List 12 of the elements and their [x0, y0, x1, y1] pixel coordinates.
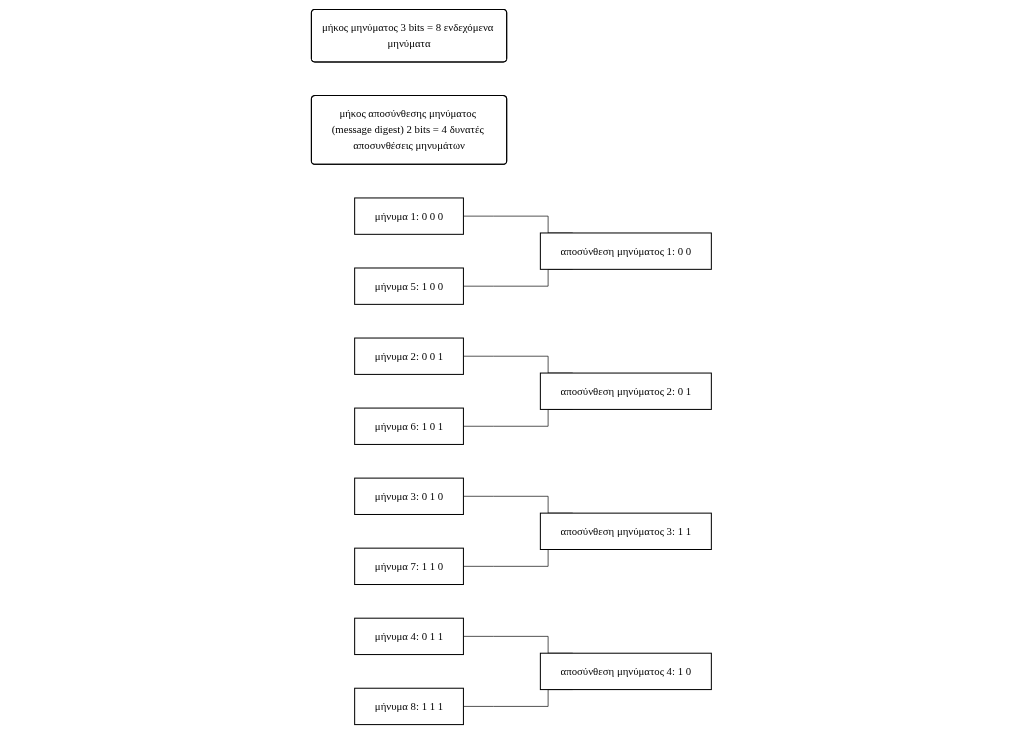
node-box: αποσύνθεση μηνύματος 2: 0 1 — [539, 372, 712, 410]
node-box: μήνυμα 3: 0 1 0 — [353, 477, 464, 515]
node-box: μήνυμα 4: 0 1 1 — [353, 617, 464, 656]
node-box: αποσύνθεση μηνύματος 4: 1 0 — [539, 652, 712, 691]
node-box: μήνυμα 2: 0 0 1 — [353, 337, 464, 375]
node-box: αποσύνθεση μηνύματος 1: 0 0 — [539, 232, 712, 270]
node-box: μήνυμα 6: 1 0 1 — [353, 407, 464, 445]
node-box: μήνυμα 8: 1 1 1 — [353, 687, 464, 726]
node-box: αποσύνθεση μηνύματος 3: 1 1 — [539, 512, 712, 550]
node-box: μήνυμα 7: 1 1 0 — [353, 547, 464, 586]
node-box: μήνυμα 5: 1 0 0 — [353, 267, 464, 305]
node-box: μήνυμα 1: 0 0 0 — [353, 197, 464, 235]
